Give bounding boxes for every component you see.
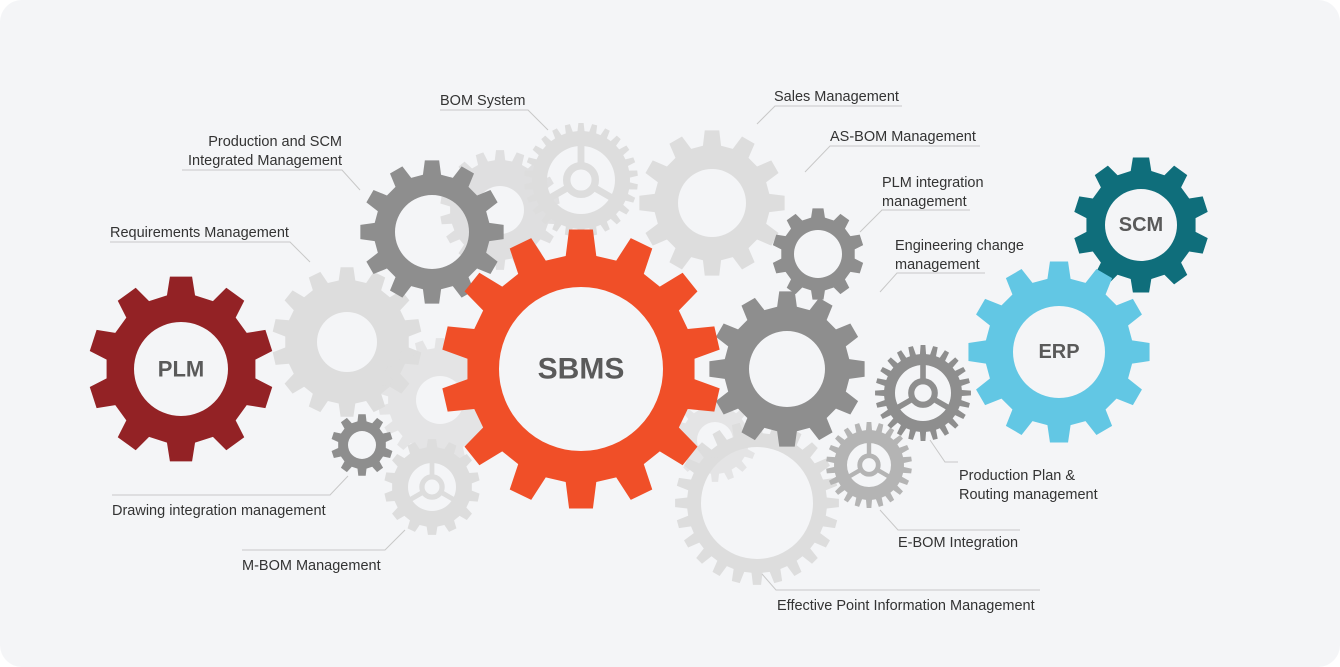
gear-e-bom-spoke-2 [877,468,890,479]
gear-plm-integration [772,208,864,300]
gear-label-plm: PLM [158,357,204,382]
gear-e-bom-spoke-3 [848,468,861,479]
bg-gear-bom-system [524,123,638,237]
label-engineering-change-line1: Engineering change [895,238,1024,254]
label-as-bom: AS-BOM Management [830,129,976,145]
main-gears [89,157,1208,509]
label-production-scm-line2: Integrated Management [188,153,342,169]
label-sales: Sales Management [774,89,899,105]
leader-e-bom [879,509,1020,531]
label-engineering-change-line2: management [895,257,980,273]
gear-label-sbms: SBMS [538,353,625,386]
label-plm-integration-line1: PLM integration [882,175,984,191]
leader-lines [110,105,1040,591]
gear-e-bom-hub [857,453,881,477]
label-effective-point: Effective Point Information Management [777,598,1035,614]
gear-scm [1074,157,1208,293]
bg-gear-bom-system-hub [562,161,600,199]
leader-plm-integration [859,209,970,233]
gear-production-plan-hub [908,378,938,408]
bg-gear-m-bom-spoke-3 [409,490,423,502]
label-m-bom: M-BOM Management [242,558,381,574]
gear-e-bom [826,422,912,508]
leader-drawing [112,475,349,496]
leader-m-bom [242,529,406,551]
gear-label-erp: ERP [1038,341,1079,363]
leader-production-plan [929,439,958,463]
label-production-plan-line1: Production Plan & [959,468,1075,484]
background-gears [272,123,839,585]
leader-requirements [110,241,311,263]
leader-bom-system [440,109,549,131]
gear-sbms [442,229,720,509]
leader-engineering-change [879,272,985,293]
bg-gear-m-bom [384,439,480,535]
leader-production-scm [182,169,361,191]
gear-production-plan-spoke-2 [933,397,950,410]
gear-production-plan-spoke-3 [896,397,913,410]
bg-gear-m-bom-spoke-2 [441,490,455,502]
bg-gear-requirements [272,267,422,417]
label-drawing-integration: Drawing integration management [112,503,326,519]
gear-drawing-integration [331,414,393,476]
leader-sales [756,105,902,125]
label-bom-system: BOM System [440,93,525,109]
label-e-bom: E-BOM Integration [898,535,1018,551]
label-production-plan-line2: Routing management [959,487,1098,503]
gear-label-scm: SCM [1119,214,1163,236]
gear-production-scm [360,160,504,304]
bg-gear-m-bom-hub [419,474,445,500]
gear-engineering-change [709,291,865,447]
leader-as-bom [804,145,980,173]
gear-production-plan [875,345,971,441]
bg-gear-center-right [673,398,757,482]
bg-gear-bom-system-spoke-3 [549,185,568,201]
gear-erp [968,261,1150,443]
leader-effective-point [761,573,1040,591]
label-requirements: Requirements Management [110,225,289,241]
bg-gear-bom-system-spoke-2 [594,185,613,201]
label-production-scm-line1: Production and SCM [208,134,342,150]
bg-gear-sales [639,130,785,276]
gear-plm [89,276,273,462]
label-plm-integration-line2: management [882,194,967,210]
